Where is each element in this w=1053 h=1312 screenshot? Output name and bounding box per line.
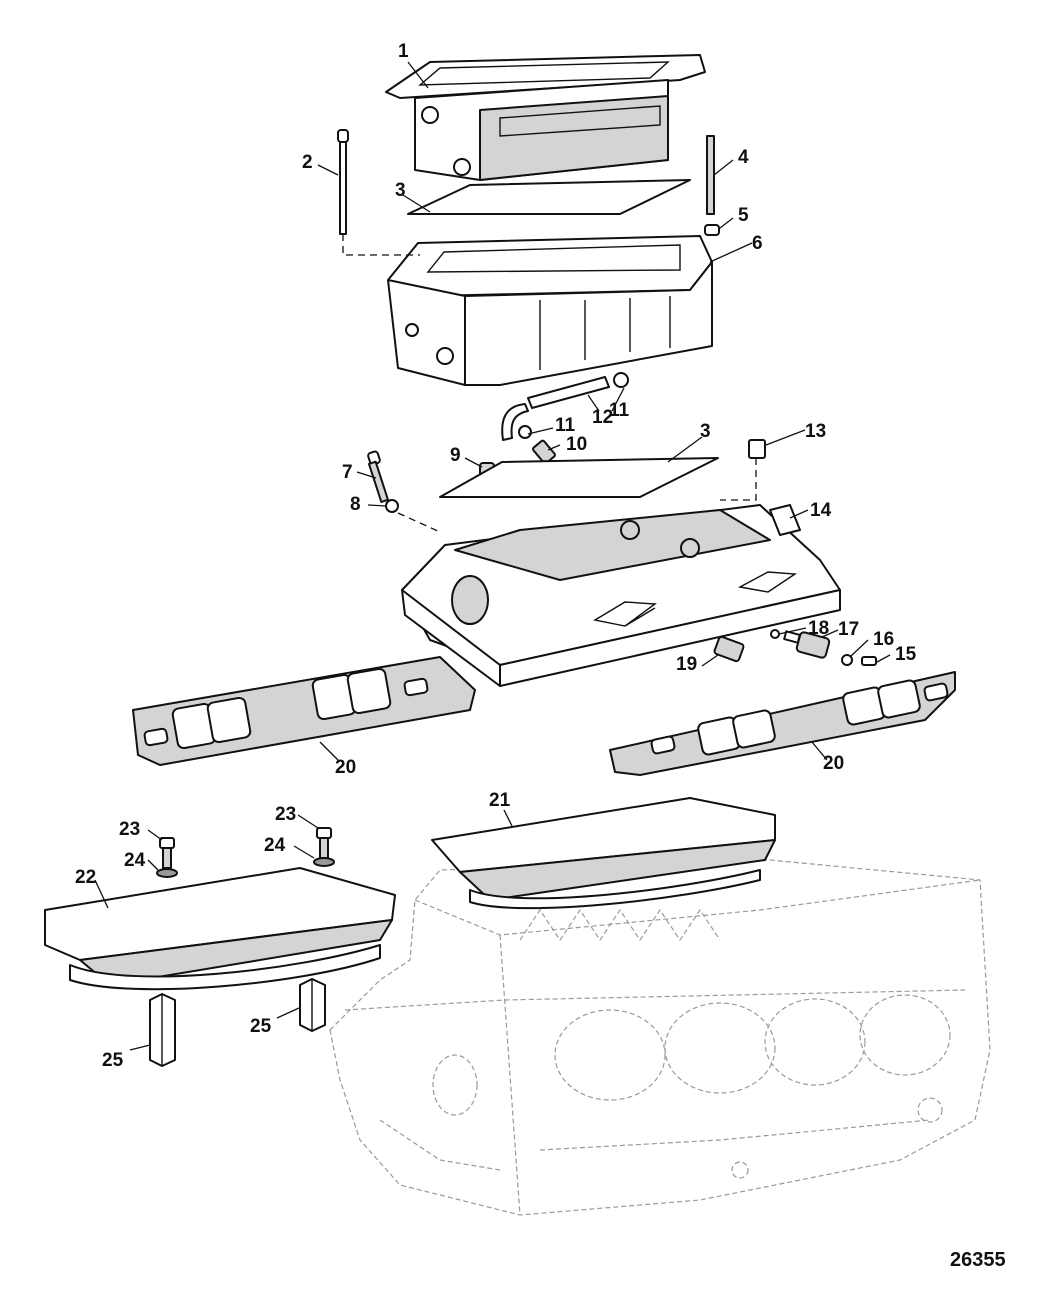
callout-14: 14	[810, 500, 832, 521]
callout-20: 20	[335, 757, 356, 778]
part-5-nut	[704, 224, 720, 236]
part-3-gasket-upper	[407, 179, 691, 215]
alignment-lines	[342, 234, 757, 533]
leader-lines	[94, 61, 891, 1051]
callout-3: 3	[700, 421, 711, 442]
part-1-cover	[385, 54, 706, 181]
part-20-gasket-right	[609, 671, 956, 776]
callout-3: 3	[395, 180, 406, 201]
callout-8: 8	[350, 494, 361, 515]
part-10-fitting	[532, 439, 556, 465]
callout-15: 15	[895, 644, 917, 665]
part-24-washer-left	[156, 868, 178, 878]
callout-12: 12	[592, 407, 613, 428]
callout-7: 7	[342, 462, 353, 483]
callout-1: 1	[398, 41, 409, 62]
callout-20: 20	[823, 753, 844, 774]
part-7-bolt	[367, 450, 389, 503]
part-19-fitting	[713, 635, 745, 663]
part-16-washer	[841, 654, 853, 666]
part-23-bolt-right	[316, 827, 332, 859]
callout-19: 19	[676, 654, 697, 675]
callout-6: 6	[752, 233, 763, 254]
callout-23: 23	[119, 819, 140, 840]
part-17-sensor	[783, 630, 831, 659]
callout-24: 24	[264, 835, 286, 856]
callout-4: 4	[738, 147, 749, 168]
part-23-bolt-left	[159, 837, 175, 869]
callout-23: 23	[275, 804, 296, 825]
diagram-reference-number: 26355	[950, 1249, 1006, 1271]
callout-10: 10	[566, 434, 587, 455]
part-4-stud	[706, 135, 715, 215]
part-14-intake-manifold	[401, 504, 841, 687]
part-15-screw	[861, 656, 877, 666]
part-22-baffle-left	[44, 867, 396, 991]
part-13-sleeve	[748, 439, 766, 459]
callout-25: 25	[102, 1050, 124, 1071]
callout-18: 18	[808, 618, 829, 639]
part-3-gasket-lower	[439, 457, 719, 498]
callout-22: 22	[75, 867, 96, 888]
part-18-o-ring	[770, 629, 780, 639]
part-11-clamp-left	[518, 425, 532, 439]
callout-5: 5	[738, 205, 749, 226]
part-21-baffle-right	[431, 797, 776, 910]
callout-25: 25	[250, 1016, 272, 1037]
callout-17: 17	[838, 619, 859, 640]
part-25-spacer-left	[149, 993, 176, 1067]
part-8-washer	[385, 499, 399, 513]
callout-11: 11	[555, 415, 576, 436]
part-20-gasket-left	[132, 656, 476, 766]
part-2-long-bolt	[337, 129, 349, 235]
part-25-spacer-right	[299, 978, 326, 1032]
engine-block-phantom	[329, 859, 991, 1216]
callout-9: 9	[450, 445, 461, 466]
part-11-clamp-right	[613, 372, 629, 388]
callout-24: 24	[124, 850, 146, 871]
part-12-hose	[501, 376, 610, 441]
callout-11: 11	[609, 400, 630, 421]
part-24-washer-right	[313, 857, 335, 867]
callout-16: 16	[873, 629, 894, 650]
part-6-plenum-base	[387, 235, 713, 386]
callout-2: 2	[302, 152, 313, 173]
callout-21: 21	[489, 790, 511, 811]
callout-13: 13	[805, 421, 826, 442]
